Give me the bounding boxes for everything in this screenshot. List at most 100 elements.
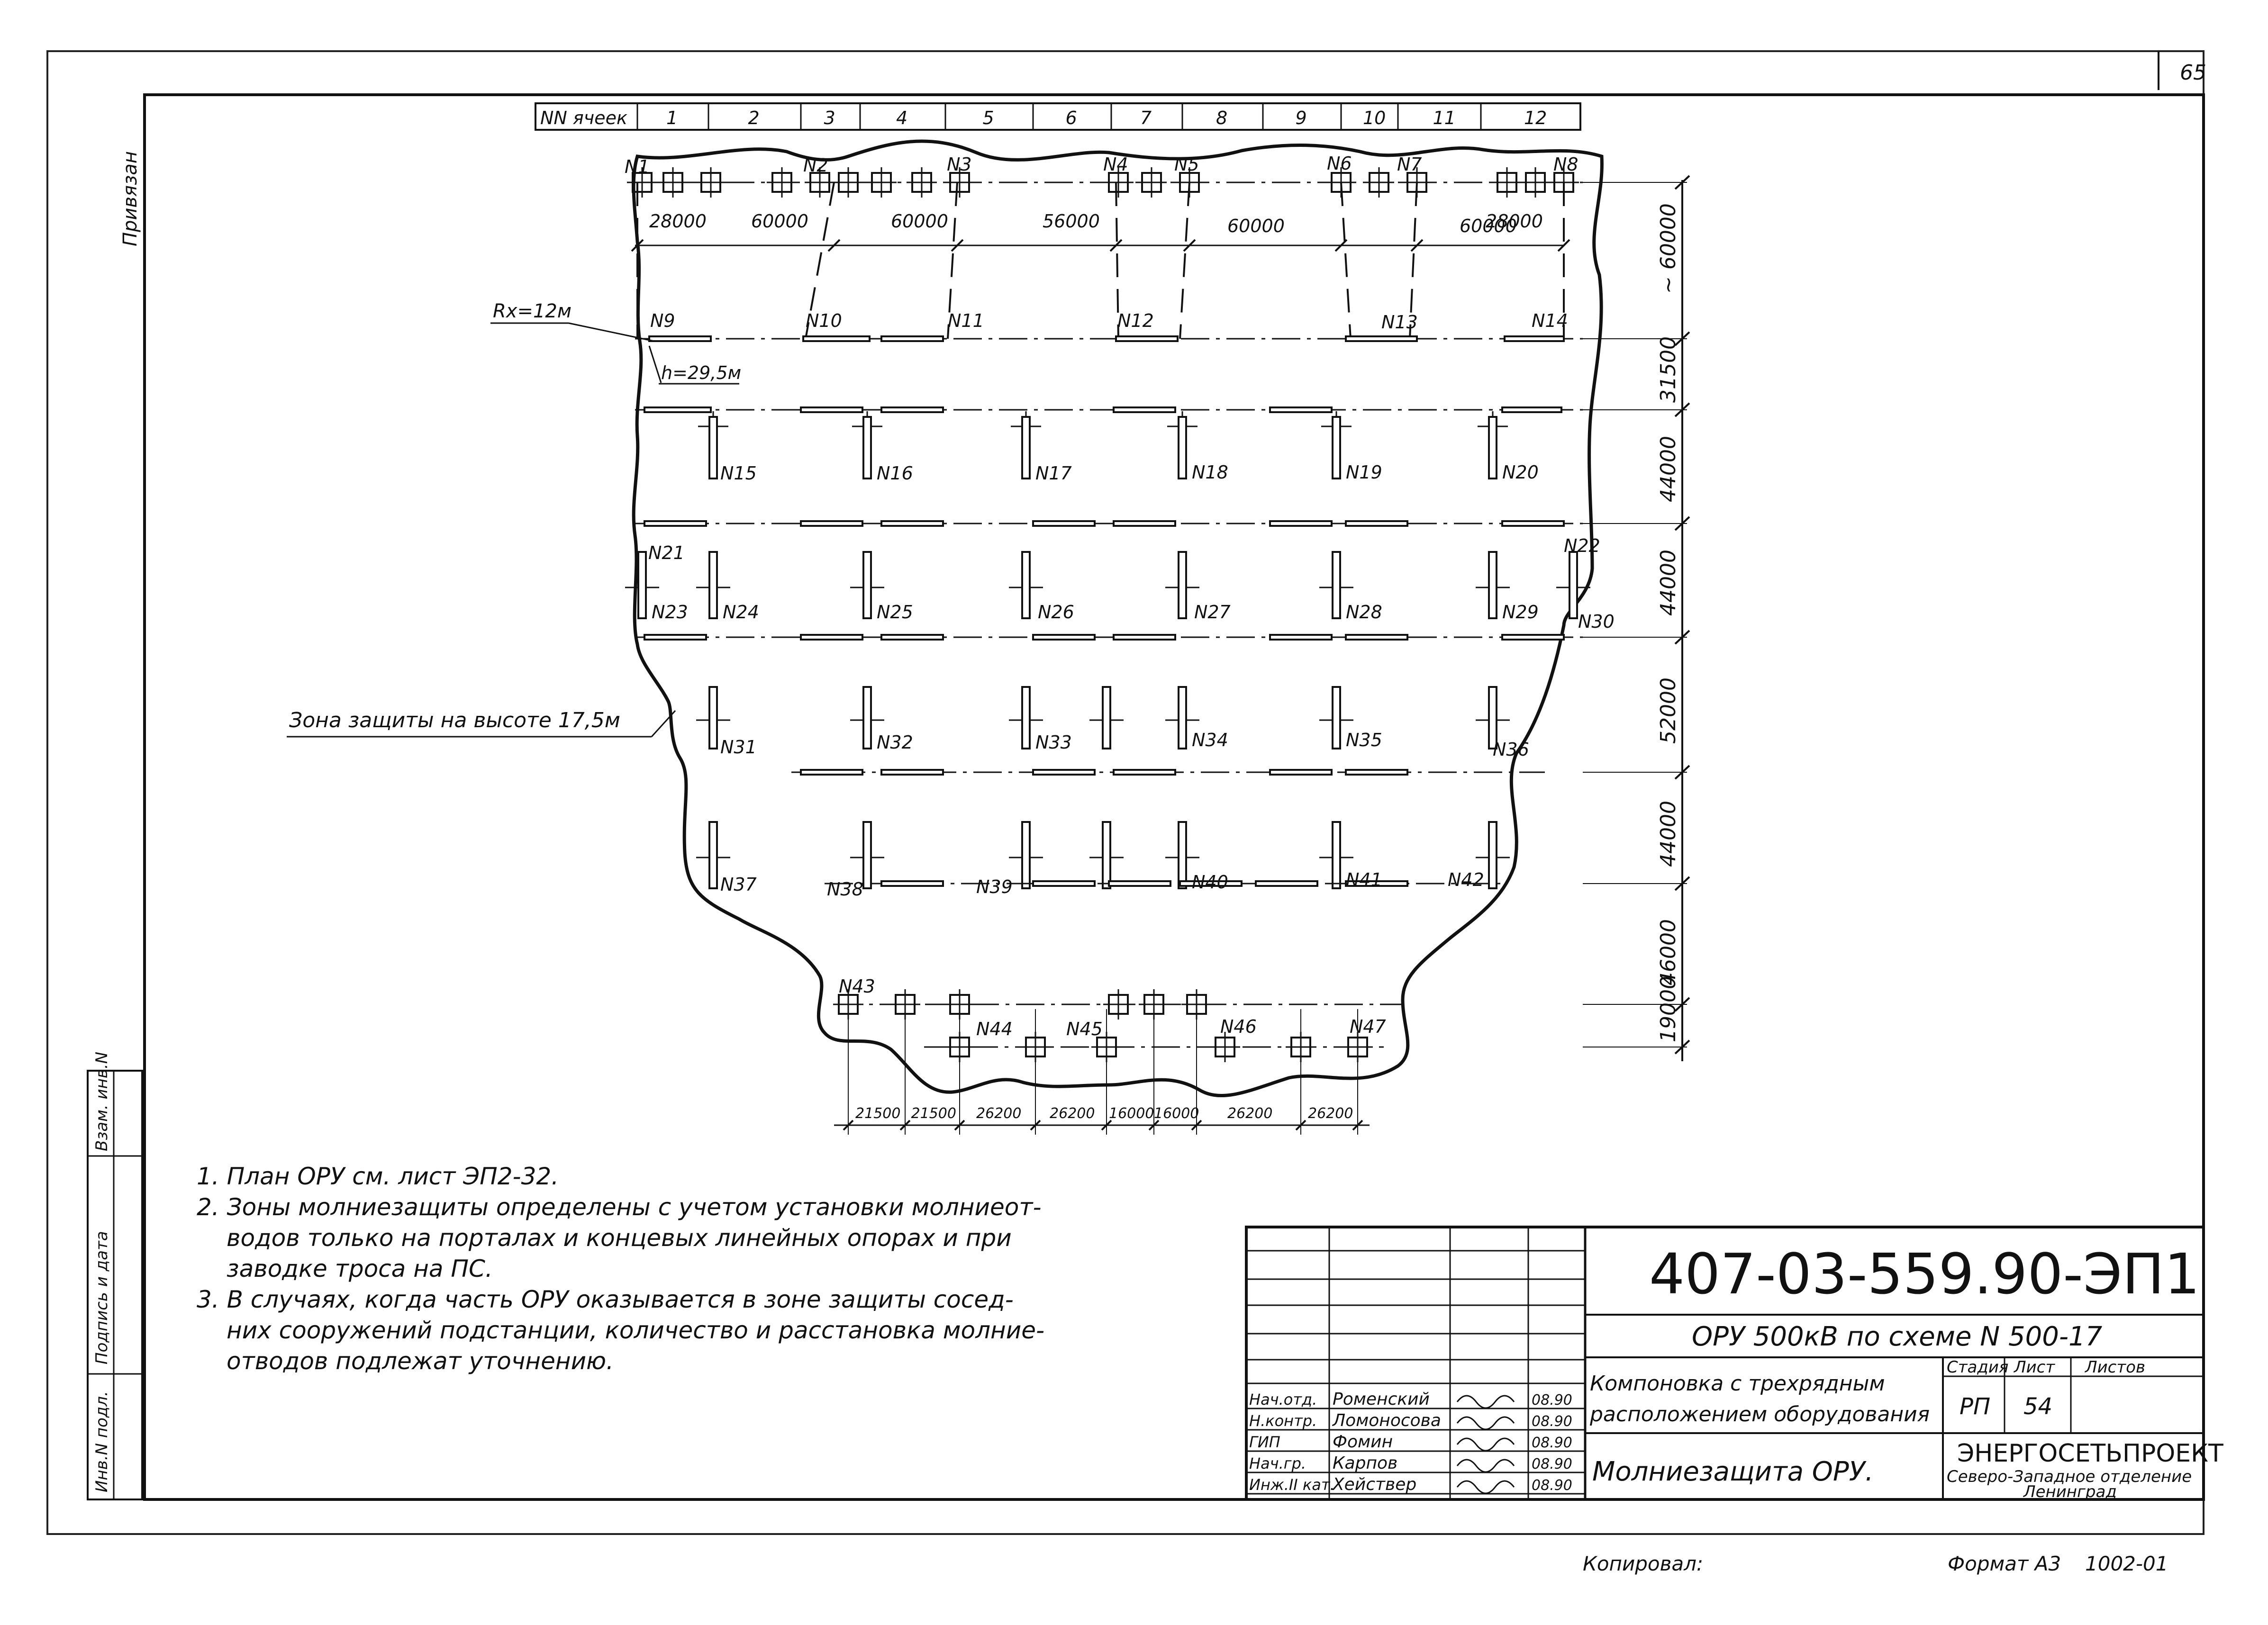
cells-header-frame xyxy=(535,102,1581,131)
h-leader xyxy=(648,345,662,383)
stage-value: РП xyxy=(1960,1393,1990,1420)
lightning-rod-support xyxy=(1021,416,1031,479)
lightning-rod-support xyxy=(1178,551,1187,619)
h-label: h=29,5м xyxy=(661,362,741,383)
dimension-tick xyxy=(1410,239,1424,252)
support-label: N13 xyxy=(1381,312,1418,333)
dimension-tick xyxy=(827,239,841,252)
notes: 1. План ОРУ см. лист ЭП2-32.2. Зоны молн… xyxy=(197,1163,1044,1375)
support-label: N28 xyxy=(1346,602,1382,623)
support-label: N21 xyxy=(648,542,685,563)
lightning-rod-support xyxy=(1332,821,1341,889)
sheet-value: 54 xyxy=(2023,1393,2052,1420)
cell-number: 3 xyxy=(824,108,835,128)
support-label: N46 xyxy=(1220,1016,1257,1037)
support-label: N5 xyxy=(1174,154,1199,175)
bus-bar xyxy=(644,634,707,641)
sheet-number: 65 xyxy=(2180,61,2206,85)
bus-bar xyxy=(1032,880,1096,887)
lightning-rod-support xyxy=(1178,416,1187,479)
lightning-rod-support xyxy=(1488,416,1497,479)
bus-bar xyxy=(1255,880,1318,887)
cell-number: 8 xyxy=(1216,108,1227,128)
support-label: N29 xyxy=(1502,602,1539,623)
signature-name: Фомин xyxy=(1333,1432,1393,1452)
support-label: N14 xyxy=(1532,310,1568,331)
doc-subtitle: ОРУ 500кВ по схеме N 500-17 xyxy=(1692,1321,2103,1352)
support-label: N34 xyxy=(1192,730,1228,750)
signature-name: Ломоносова xyxy=(1332,1411,1441,1430)
org-branch: Северо-Западное отделение xyxy=(1947,1467,2192,1486)
bus-bar xyxy=(1113,406,1176,413)
lightning-rod-support xyxy=(1178,821,1187,889)
inv-vzam-label: Взам. инв.N xyxy=(92,1052,111,1151)
support-label: N17 xyxy=(1035,463,1072,484)
equipment-layout xyxy=(625,167,1590,1062)
dimension-tick xyxy=(1334,239,1348,252)
doc-code: 407-03-559.90-ЭП1 xyxy=(1649,1241,2200,1307)
sheet-label: Лист xyxy=(2013,1358,2055,1377)
primenen-label: Привязан xyxy=(119,151,141,246)
top-dimension-value: 28000 xyxy=(1486,211,1543,232)
signature-scribble xyxy=(1456,1480,1515,1494)
top-dimension-value: 60000 xyxy=(1227,216,1285,236)
support-label: N2 xyxy=(803,155,828,176)
top-dimension-value: 60000 xyxy=(751,211,808,232)
bus-bar xyxy=(1032,520,1096,527)
signature-date: 08.90 xyxy=(1532,1477,1572,1494)
bus-bar xyxy=(1345,634,1408,641)
description-line-1: Компоновка с трехрядным xyxy=(1590,1372,1885,1396)
note-line: 3. В случаях, когда часть ОРУ оказываетс… xyxy=(197,1286,1014,1313)
support-label: N23 xyxy=(652,602,688,623)
support-label: N24 xyxy=(723,602,759,623)
bus-bar xyxy=(1345,769,1408,776)
bus-bar xyxy=(880,769,944,776)
inv-podl-label: Инв.N подл. xyxy=(92,1391,111,1492)
dimension-tick xyxy=(899,1119,911,1131)
bottom-dimension-value: 26200 xyxy=(1308,1105,1353,1122)
signature-scribble xyxy=(1456,1395,1515,1409)
bottom-dimension-value: 16000 xyxy=(1109,1105,1154,1122)
support-label: N1 xyxy=(625,156,650,177)
lightning-rod-support xyxy=(708,686,718,749)
bus-bar xyxy=(644,406,712,413)
bus-bar xyxy=(880,406,944,413)
signature-scribble xyxy=(1456,1437,1515,1452)
lightning-rod-support xyxy=(637,551,647,619)
signature-role: ГИП xyxy=(1249,1433,1280,1451)
support-label: N25 xyxy=(877,602,913,623)
protection-zone-outline xyxy=(632,139,1604,1097)
bus-bar xyxy=(880,880,944,887)
copied-label: Копировал: xyxy=(1583,1552,1703,1575)
bus-bar xyxy=(1501,406,1562,413)
lightning-rod-support xyxy=(862,686,872,749)
support-label: N8 xyxy=(1553,154,1579,175)
top-dimension-value: 60000 xyxy=(891,211,948,232)
feeder-line xyxy=(1409,182,1418,339)
dimension-tick xyxy=(1109,239,1123,252)
bus-bar xyxy=(1113,634,1176,641)
support-label: N44 xyxy=(976,1019,1013,1039)
support-label: N9 xyxy=(650,310,675,331)
dimension-tick xyxy=(1295,1119,1306,1131)
bus-bar xyxy=(800,520,863,527)
dimension-tick xyxy=(1030,1119,1041,1131)
cells-header-label: NN ячеек xyxy=(540,108,627,128)
dimension-tick xyxy=(843,1119,854,1131)
drawing-frame xyxy=(143,93,2205,1501)
bottom-dimension-value: 26200 xyxy=(1050,1105,1095,1122)
rx-leader xyxy=(568,322,654,342)
lightning-rod-support xyxy=(862,551,872,619)
order-number: 1002-01 xyxy=(2085,1552,2168,1575)
cell-number: 11 xyxy=(1433,108,1456,128)
note-line: заводке троса на ПС. xyxy=(227,1255,493,1282)
dimension-tick xyxy=(1557,239,1570,252)
support-label: N41 xyxy=(1346,869,1382,890)
bus-bar xyxy=(1115,335,1179,342)
format-label: Формат А3 xyxy=(1948,1552,2061,1575)
lightning-rod-support xyxy=(1178,686,1187,749)
cell-number: 5 xyxy=(983,108,994,128)
lightning-rod-support xyxy=(1569,551,1578,619)
lightning-rod-support xyxy=(1102,821,1111,889)
